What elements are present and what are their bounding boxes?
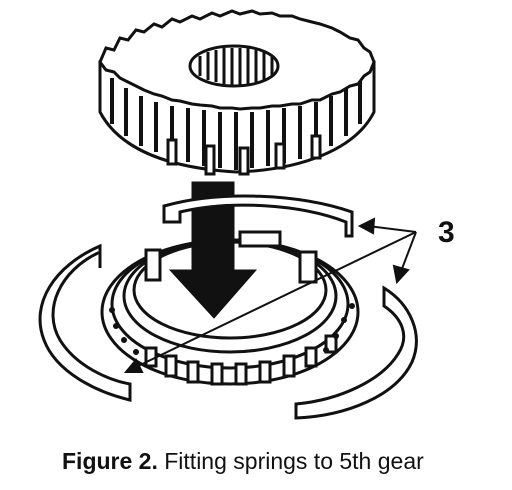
spring-right [294, 285, 418, 420]
caption-text: Fitting springs to 5th gear [164, 448, 424, 474]
spring-left [38, 243, 132, 402]
fifth-gear [98, 9, 376, 176]
figure-caption: Figure 2. Fitting springs to 5th gear [62, 448, 424, 474]
caption-label: Figure 2. [62, 448, 158, 474]
spring-top [162, 194, 354, 238]
ring-dots [109, 303, 355, 355]
gear-dog-teeth [166, 134, 322, 176]
gear-splines [198, 48, 274, 85]
springs [38, 194, 418, 420]
ring-teeth [144, 334, 338, 386]
ring-lugs [144, 230, 318, 284]
synchro-ring [100, 230, 360, 386]
callout-lines [123, 217, 417, 373]
callout-number: 3 [438, 216, 455, 249]
